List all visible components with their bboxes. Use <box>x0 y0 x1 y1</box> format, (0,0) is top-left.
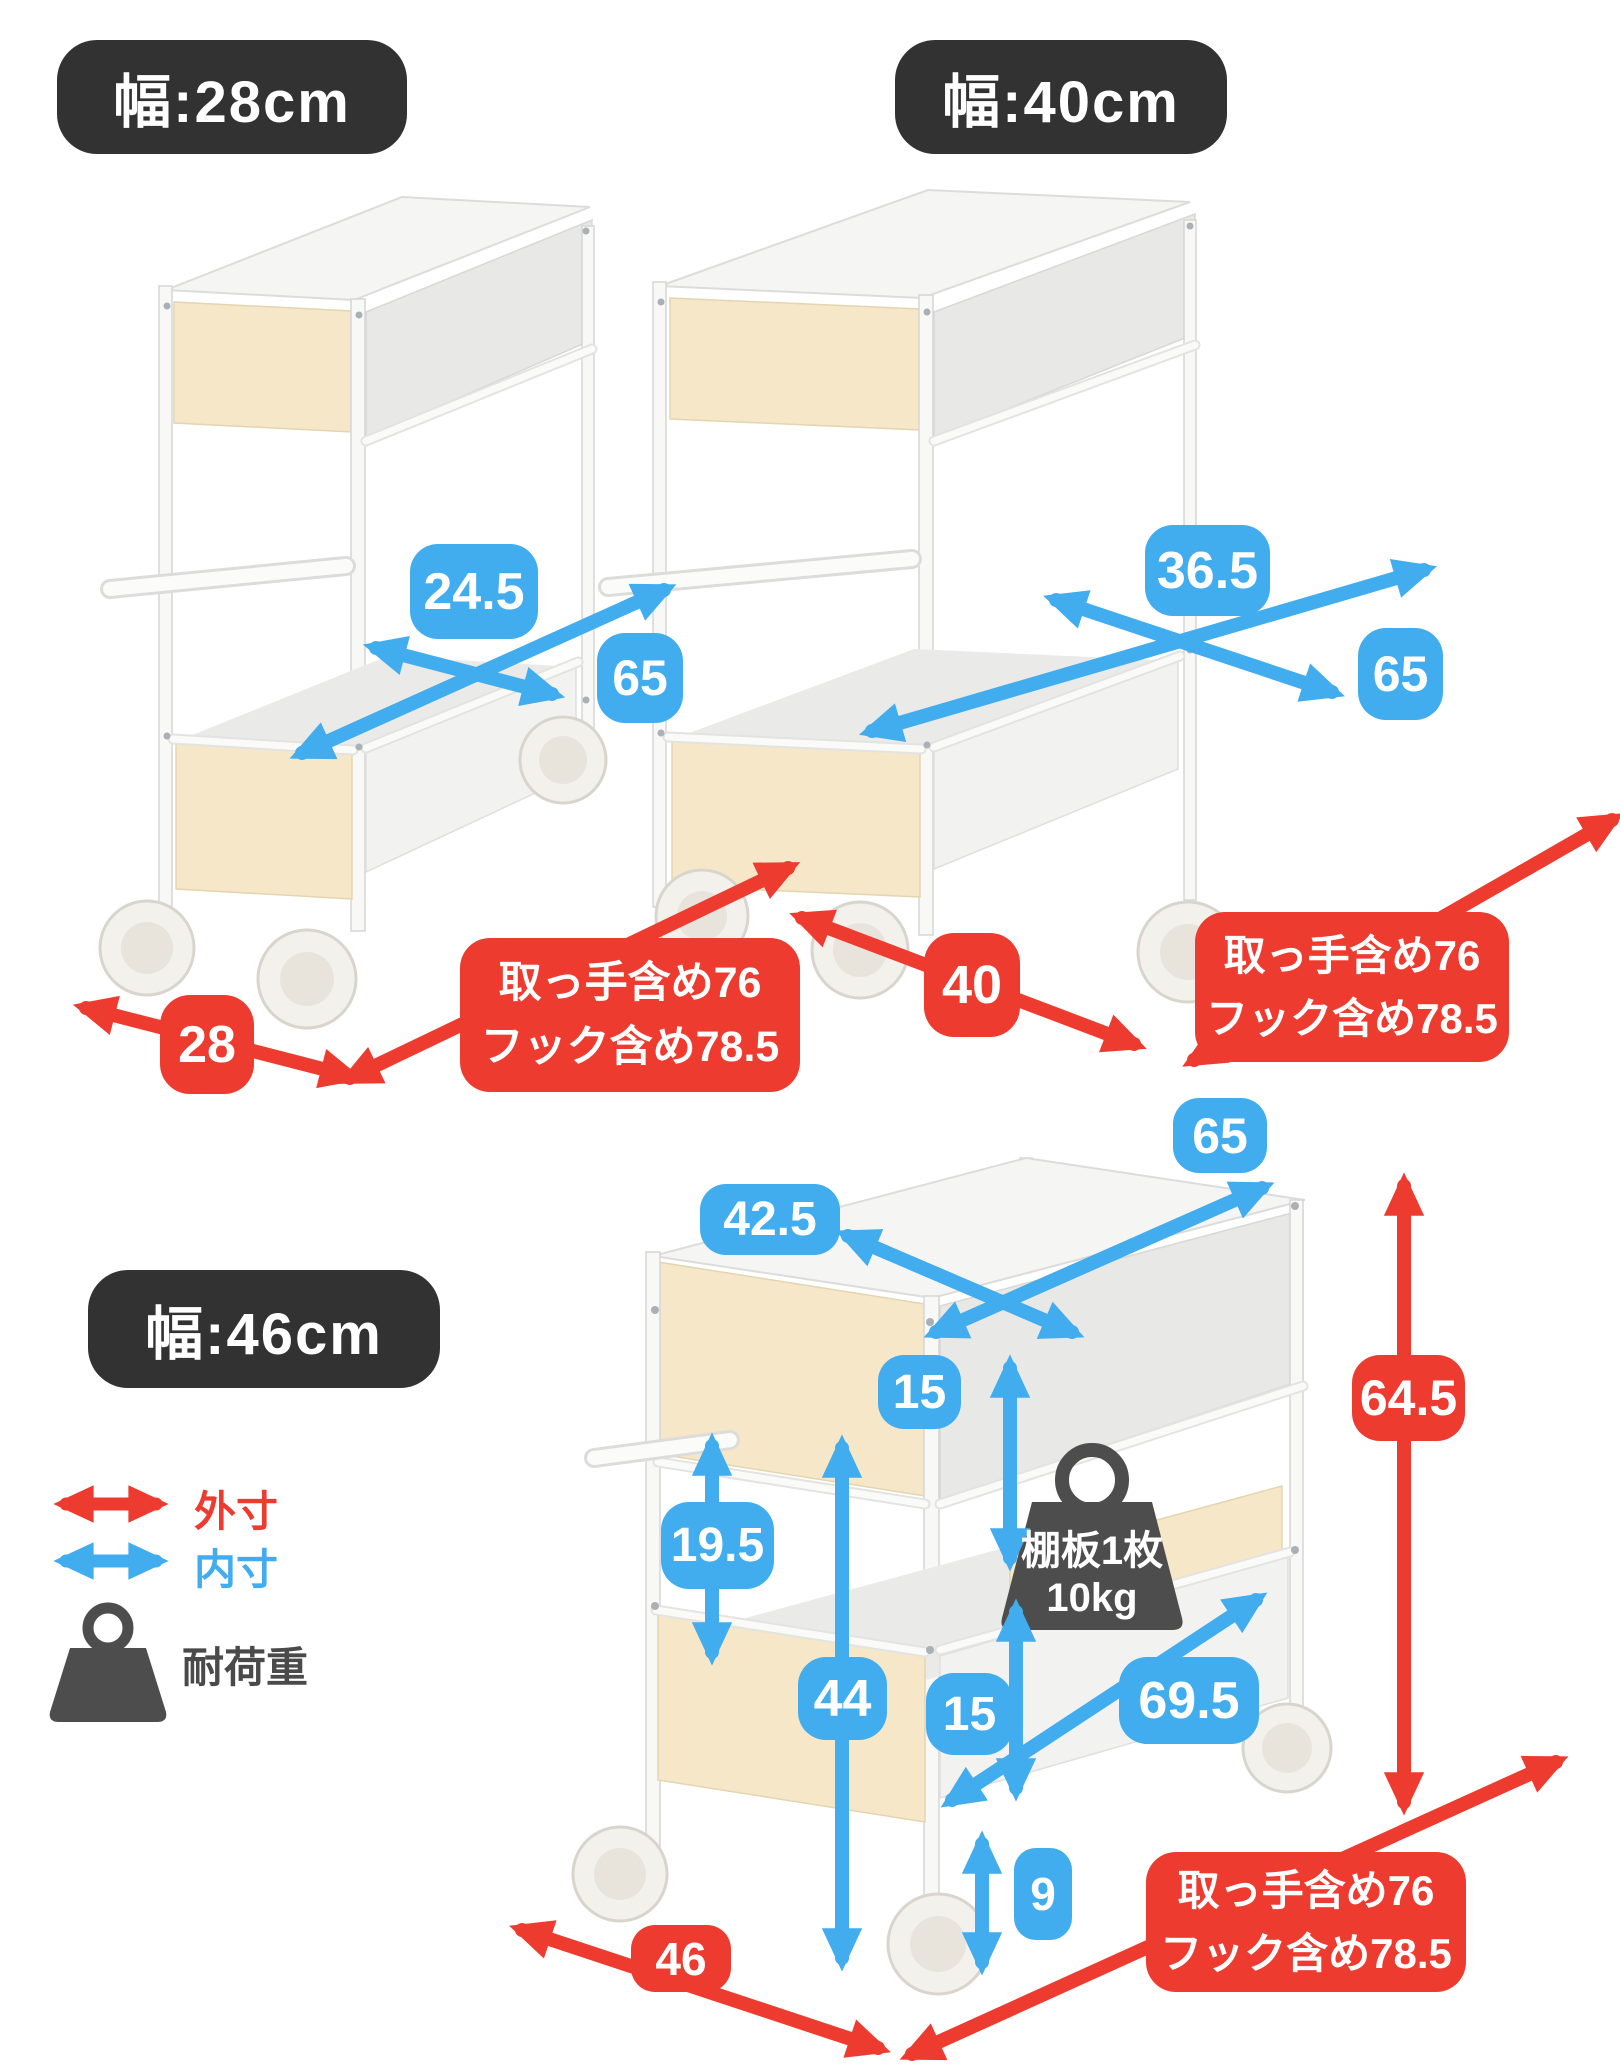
note-line-2: フック含め78.5 <box>1206 995 1498 1042</box>
shelf-load-line-1: 棚板1枚 <box>1020 1529 1164 1573</box>
caster-wheel <box>98 899 196 997</box>
arrow-inner-width-28 <box>362 636 566 706</box>
outer-height-label-46: 64.5 <box>1352 1355 1465 1441</box>
width-badge-46: 幅:46cm <box>88 1270 440 1388</box>
basket-length-label-46: 69.5 <box>1119 1657 1259 1744</box>
caster-wheel <box>886 1892 990 1996</box>
note-line-1: 取っ手含め76 <box>1223 932 1481 979</box>
legend-weight-icon <box>49 1602 167 1722</box>
note-line-1: 取っ手含め76 <box>1177 1867 1435 1914</box>
drawer-height-label-46: 15 <box>878 1355 961 1429</box>
shelf-load-label: 棚板1枚 10kg <box>992 1528 1192 1622</box>
clearance-label-46: 9 <box>1014 1848 1072 1940</box>
arrow-inner-width-40 <box>1043 590 1345 702</box>
note-line-2: フック含め78.5 <box>1160 1930 1452 1977</box>
handle-bar <box>100 556 356 599</box>
inner-length-label-28: 65 <box>597 633 683 723</box>
caster-wheel <box>571 1825 669 1923</box>
legend-inner-label: 内寸 <box>194 1546 279 1593</box>
legend-load-label: 耐荷重 <box>182 1644 309 1691</box>
legend-outer-label: 外寸 <box>194 1488 279 1535</box>
outer-width-label-40: 40 <box>924 933 1020 1037</box>
shelf-clearance-label-46: 44 <box>798 1657 887 1740</box>
shelf-load-line-2: 10kg <box>1046 1576 1138 1621</box>
width-badge-28: 幅:28cm <box>57 40 407 154</box>
note-line-2: フック含め78.5 <box>480 1023 780 1071</box>
outer-note-label-28: 取っ手含め76 フック含め78.5 <box>460 938 800 1092</box>
caster-wheel <box>518 715 608 805</box>
cart-illustration-40 <box>598 188 1240 1004</box>
inner-width-label-40: 36.5 <box>1145 525 1270 616</box>
handle-gap-label-46: 19.5 <box>661 1502 774 1589</box>
outer-width-label-46: 46 <box>631 1925 731 1992</box>
outer-note-label-46: 取っ手含め76 フック含め78.5 <box>1146 1852 1466 1992</box>
width-badge-40: 幅:40cm <box>895 40 1227 154</box>
outer-note-label-40: 取っ手含め76 フック含め78.5 <box>1195 912 1509 1062</box>
inner-width-label-28: 24.5 <box>410 544 538 639</box>
note-line-1: 取っ手含め76 <box>498 958 762 1007</box>
caster-wheel <box>256 928 358 1030</box>
arrow-outer-length-46 <box>923 1181 1275 1339</box>
inner-length-label-40: 65 <box>1358 628 1443 720</box>
basket-height-label-46: 15 <box>926 1673 1013 1755</box>
outer-width-label-28: 28 <box>160 995 254 1094</box>
top-inner-width-label-46: 42.5 <box>700 1184 840 1255</box>
outer-length-label-46: 65 <box>1173 1098 1267 1173</box>
